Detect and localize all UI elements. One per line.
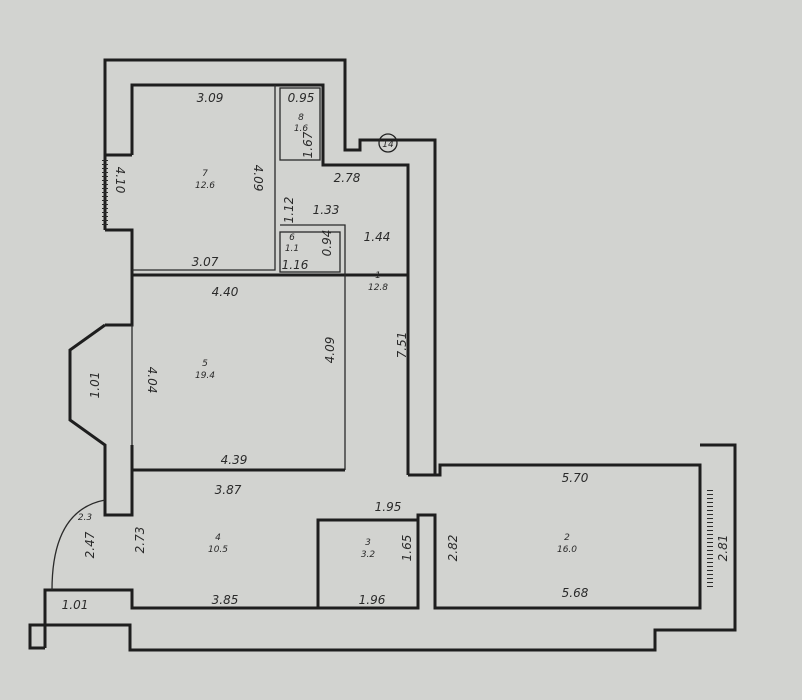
- dim-r7-left: 4.10: [113, 167, 127, 194]
- dim-r6-top: 1.33: [313, 203, 340, 217]
- dim-r7-right: 4.09: [251, 165, 265, 192]
- room-4-area: 10.5: [208, 545, 228, 555]
- walls: [28, 58, 737, 652]
- dim-r2-top: 5.70: [562, 471, 589, 485]
- dim-r2-bottom: 5.68: [562, 586, 589, 600]
- dim-r5-top: 4.40: [212, 285, 239, 299]
- dim-r5-bay: 1.01: [88, 372, 102, 399]
- dim-r2-right: 2.81: [716, 535, 730, 562]
- room-3-number: 3: [365, 538, 371, 548]
- balcony-marker: 14: [378, 133, 398, 153]
- room-8-number: 8: [298, 113, 304, 123]
- dim-r4-top: 3.87: [215, 483, 242, 497]
- dim-r4-bottom: 3.85: [212, 593, 239, 607]
- dim-porch-b: 2.47: [83, 531, 97, 558]
- dim-r7-bottom: 3.07: [192, 255, 219, 269]
- dim-r5-left: 4.04: [145, 367, 159, 394]
- dim-r2-left: 2.82: [446, 535, 460, 562]
- room-7-area: 12.6: [195, 181, 215, 191]
- dim-porch-a: 2.3: [78, 513, 93, 523]
- room-4-number: 4: [215, 533, 221, 543]
- dim-r6-bottom: 1.16: [282, 258, 309, 272]
- dim-r6-right: 0.94: [320, 230, 334, 257]
- room-5-number: 5: [202, 359, 208, 369]
- room-6-area: 1.1: [285, 244, 299, 254]
- dimension-labels: 3.09 4.10 4.09 3.07 0.95 1.67 2.78 1.12 …: [62, 91, 730, 612]
- dim-r3-top: 1.95: [375, 500, 402, 514]
- dim-r3-side: 1.65: [400, 535, 414, 562]
- dim-r1-length: 7.51: [395, 332, 409, 359]
- dim-r8-top: 0.95: [288, 91, 315, 105]
- room-3-area: 3.2: [361, 550, 376, 560]
- dim-r5-right: 4.09: [323, 337, 337, 364]
- dim-hall-top: 2.78: [334, 171, 361, 185]
- dim-r3-bottom: 1.96: [359, 593, 386, 607]
- dim-r8-side: 1.67: [301, 131, 315, 158]
- dim-r1-width: 1.44: [364, 230, 391, 244]
- dim-r4-left: 2.73: [133, 527, 147, 554]
- room-8-area: 1.6: [294, 124, 309, 134]
- room-2-number: 2: [564, 533, 570, 543]
- balcony-marker-label: 14: [382, 140, 394, 150]
- room-2-area: 16.0: [557, 545, 577, 555]
- dim-r6-side: 1.12: [282, 197, 296, 224]
- room-labels: 1 12.8 2 16.0 3 3.2 4 10.5 5 19.4 6 1.1 …: [195, 113, 577, 560]
- room-7-number: 7: [202, 169, 208, 179]
- room-6-number: 6: [289, 233, 295, 243]
- room-1-area: 12.8: [368, 283, 388, 293]
- dim-porch-c: 1.01: [62, 598, 89, 612]
- room-5-area: 19.4: [195, 371, 215, 381]
- room-1-number: 1: [375, 271, 381, 281]
- dim-r7-top: 3.09: [197, 91, 224, 105]
- dim-r5-bottom: 4.39: [221, 453, 248, 467]
